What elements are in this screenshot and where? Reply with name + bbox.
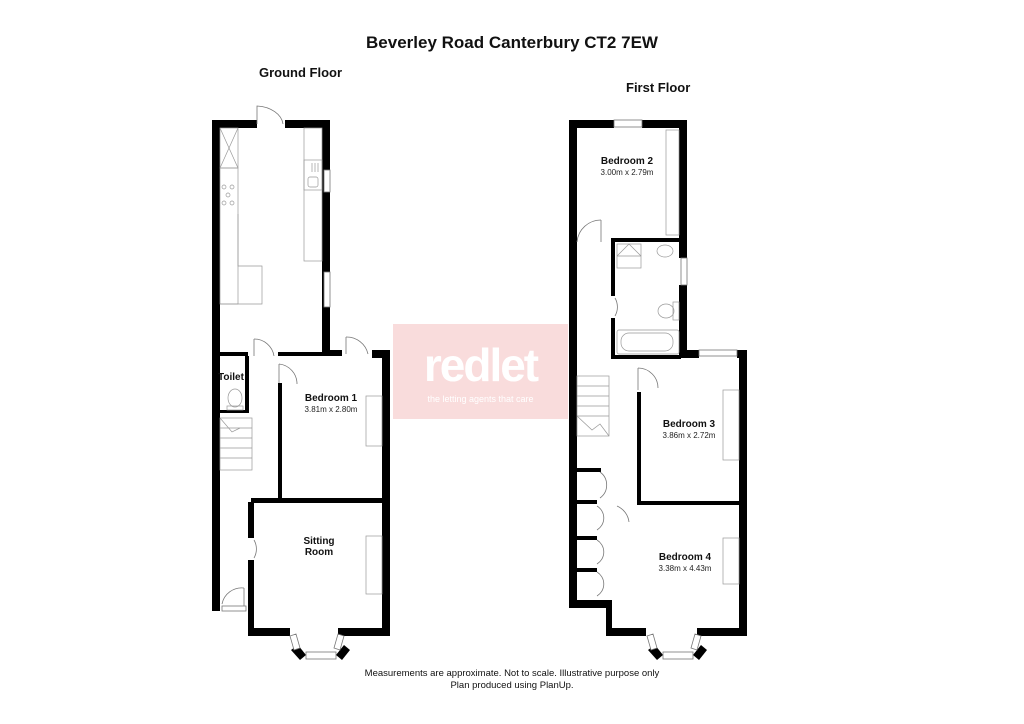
bedroom-1-dims: 3.81m x 2.80m [305, 405, 358, 414]
disclaimer-footer: Measurements are approximate. Not to sca… [0, 668, 1024, 692]
ground-floor-plan: Toilet Bedroom 1 3.81m x 2.80m Sitting R… [212, 105, 390, 660]
watermark-tagline: the letting agents that care [427, 394, 534, 404]
first-floor-label: First Floor [626, 80, 691, 95]
watermark-logo: redlet [423, 339, 539, 391]
bedroom-1-label: Bedroom 1 [305, 393, 358, 404]
ground-floor-label: Ground Floor [259, 65, 343, 80]
sitting-room-label-1: Sitting [303, 536, 334, 547]
disclaimer-line-1: Measurements are approximate. Not to sca… [364, 668, 660, 679]
toilet-label: Toilet [218, 372, 245, 383]
bedroom-3-dims: 3.86m x 2.72m [663, 431, 716, 440]
bedroom-3-label: Bedroom 3 [663, 419, 716, 430]
page-title: Beverley Road Canterbury CT2 7EW [366, 33, 658, 52]
redlet-watermark: redlet the letting agents that care [393, 324, 568, 419]
bedroom-2-dims: 3.00m x 2.79m [601, 168, 654, 177]
bedroom-2-label: Bedroom 2 [601, 156, 654, 167]
first-floor-plan: Bedroom 2 3.00m x 2.79m Bedroom 3 3.86m … [569, 119, 747, 660]
sitting-room-label-2: Room [305, 547, 333, 558]
disclaimer-line-2: Plan produced using PlanUp. [450, 680, 574, 691]
bedroom-4-label: Bedroom 4 [659, 552, 712, 563]
bedroom-4-dims: 3.38m x 4.43m [659, 564, 712, 573]
